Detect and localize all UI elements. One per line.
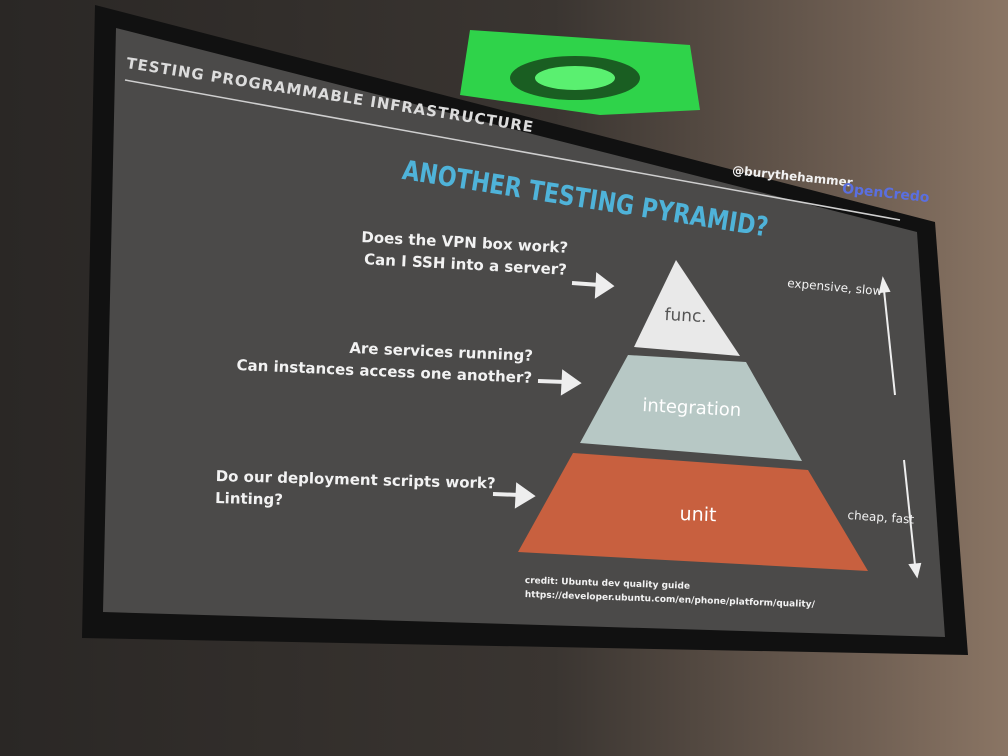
scale-down-arrow-icon (903, 459, 922, 579)
pyramid-label-unit: unit (679, 503, 717, 527)
scale-up-arrow-icon (878, 276, 896, 396)
pyramid-unit (518, 453, 868, 571)
pyramid-label-func: func. (663, 305, 708, 328)
pyramid-func (634, 260, 740, 356)
arrow-icon (492, 272, 615, 509)
pyramid-integration (580, 355, 802, 461)
question-unit: Do our deployment scripts work? Linting? (215, 465, 496, 516)
header-rule (124, 79, 901, 221)
